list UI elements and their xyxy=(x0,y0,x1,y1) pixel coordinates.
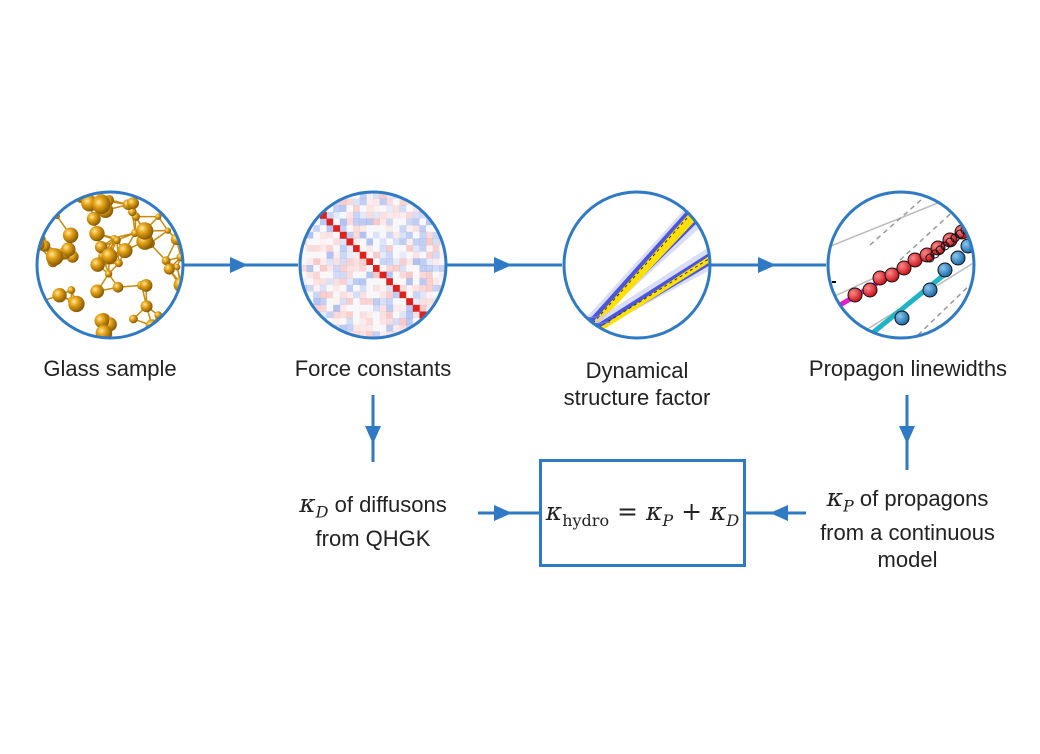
propagon-linewidths-image xyxy=(826,190,976,340)
propagons-text: κP of propagons from a continuous model xyxy=(800,484,1015,573)
diffusons-line1-text: of diffusons xyxy=(328,492,447,517)
kappa-symbol: κ xyxy=(826,483,844,512)
formula-lhs-symbol: κ xyxy=(545,496,563,526)
propagons-line2: from a continuous xyxy=(820,520,995,546)
structure-factor-label: Dynamical structure factor xyxy=(527,357,747,411)
formula-plus: + xyxy=(681,496,703,526)
propagon-linewidths-label: Propagon linewidths xyxy=(808,356,1008,381)
arrow-head xyxy=(494,257,512,273)
arrow-head xyxy=(770,505,788,521)
force-constants-label: Force constants xyxy=(294,356,452,381)
diffusons-line2: from QHGK xyxy=(315,526,431,552)
kappa-subscript: P xyxy=(843,496,854,516)
formula-term1-subscript: P xyxy=(662,510,674,530)
formula-term2-symbol: κ xyxy=(709,496,727,526)
diffusons-text: κD of diffusons from QHGK xyxy=(268,490,478,552)
formula-equals: = xyxy=(617,496,638,526)
diffusons-line1: κD of diffusons xyxy=(268,490,478,525)
formula: κhydro = κP + κD xyxy=(546,497,739,530)
propagons-line1-text: of propagons xyxy=(853,486,989,511)
arrow-head xyxy=(899,426,915,444)
arrow-head xyxy=(494,505,512,521)
glass-sample-label: Glass sample xyxy=(43,356,177,381)
arrow-head xyxy=(230,257,248,273)
arrow-head xyxy=(758,257,776,273)
formula-lhs-subscript: hydro xyxy=(562,510,610,530)
kappa-subscript: D xyxy=(315,502,329,522)
formula-box: κhydro = κP + κD xyxy=(539,459,746,567)
arrow-head xyxy=(365,426,381,444)
glass-sample-image xyxy=(35,190,185,340)
formula-term2-subscript: D xyxy=(726,510,740,530)
structure-factor-label-line1: Dynamical xyxy=(585,358,689,383)
kappa-symbol: κ xyxy=(299,489,316,518)
structure-factor-label-line2: structure factor xyxy=(563,385,711,410)
propagons-line1: κP of propagons xyxy=(800,484,1015,519)
propagons-line3: model xyxy=(877,547,938,573)
formula-term1-symbol: κ xyxy=(645,496,663,526)
force-constants-image xyxy=(298,190,448,340)
structure-factor-image xyxy=(562,190,712,340)
connector-arrows xyxy=(184,257,915,521)
